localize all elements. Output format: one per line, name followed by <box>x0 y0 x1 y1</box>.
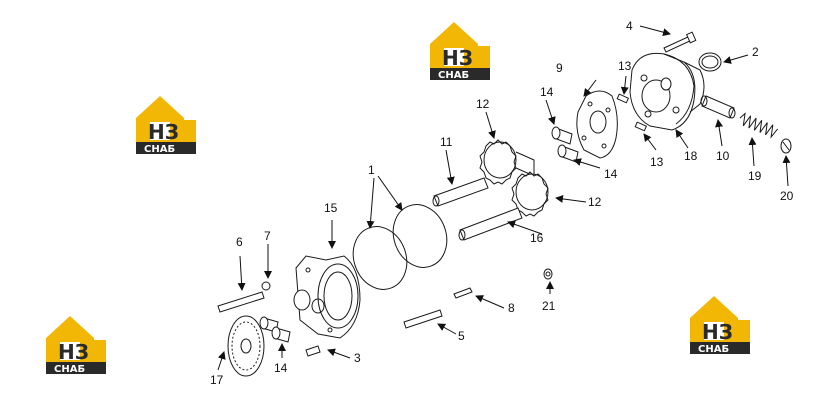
bolt-bottom-part <box>305 345 321 357</box>
pump-body-part <box>293 255 361 339</box>
watermark-caption: СНАБ <box>54 364 85 375</box>
callout-1: 1 <box>368 163 375 177</box>
gear-upper-part <box>479 139 535 185</box>
callout-12-upper: 12 <box>476 97 490 111</box>
callout-21: 21 <box>542 299 556 313</box>
callout-17: 17 <box>210 373 224 387</box>
callout-9: 9 <box>556 61 563 75</box>
gear-lower-part <box>511 171 549 217</box>
callout-14-middle: 14 <box>604 167 618 181</box>
callout-2: 2 <box>752 45 759 59</box>
watermark-caption: СНАБ <box>698 344 729 355</box>
rear-cover-part <box>629 52 705 131</box>
callout-18: 18 <box>684 149 698 163</box>
shaft-upper-part <box>432 177 489 207</box>
callout-7: 7 <box>264 229 271 243</box>
callout-20: 20 <box>780 189 794 203</box>
watermark-letters: НЗ <box>442 46 473 70</box>
callout-14-top: 14 <box>540 85 554 99</box>
dowel-part <box>616 93 648 132</box>
bushing-lower-part <box>259 316 291 343</box>
callout-3: 3 <box>354 351 361 365</box>
callout-15: 15 <box>324 201 338 215</box>
bolt-left-part <box>217 291 265 313</box>
fitting-part <box>543 268 553 280</box>
plug-part <box>780 138 792 154</box>
watermark-logo-right: НЗ СНАБ <box>690 296 750 355</box>
watermark-logo-left-bottom: НЗ СНАБ <box>46 316 106 375</box>
callout-10: 10 <box>716 149 730 163</box>
drive-gear-part <box>227 315 265 377</box>
callout-6: 6 <box>236 235 243 249</box>
watermark-caption: СНАБ <box>438 70 469 81</box>
callout-13-bottom: 13 <box>650 155 664 169</box>
callout-19: 19 <box>748 169 762 183</box>
callout-4: 4 <box>626 19 633 33</box>
callout-16: 16 <box>530 231 544 245</box>
pin-part <box>453 287 473 299</box>
bolt-top-part <box>663 31 697 53</box>
watermark-logo-top: НЗ СНАБ <box>430 22 490 81</box>
gasket-plate-part <box>576 90 618 159</box>
callout-14-bottom: 14 <box>274 361 288 375</box>
watermark-letters: НЗ <box>702 320 733 344</box>
bolt-middle-part <box>403 309 443 329</box>
spring-part <box>739 112 779 139</box>
callout-8: 8 <box>508 301 515 315</box>
plunger-part <box>700 95 736 119</box>
watermark-letters: НЗ <box>148 120 179 144</box>
callout-5: 5 <box>458 329 465 343</box>
callout-labels: 4 2 1 9 13 14 12 11 13 14 12 16 18 10 19… <box>210 19 794 387</box>
callout-12-lower: 12 <box>588 195 602 209</box>
o-ring-part <box>698 52 722 72</box>
callout-13-top: 13 <box>618 59 632 73</box>
bushing-upper-part <box>551 126 579 163</box>
callout-11: 11 <box>440 135 453 149</box>
watermark-logo-left-top: НЗ СНАБ <box>136 96 196 155</box>
shaft-lower-part <box>458 207 523 241</box>
gasket-ring-part <box>352 204 448 290</box>
watermark-caption: СНАБ <box>144 144 175 155</box>
watermark-letters: НЗ <box>58 340 89 364</box>
washer-part <box>261 281 271 291</box>
